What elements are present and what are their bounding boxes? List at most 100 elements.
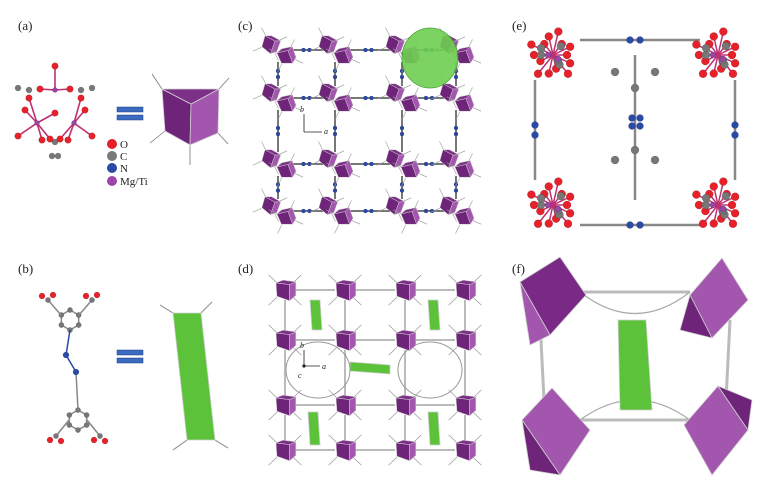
connector bbox=[274, 212, 279, 222]
pore-outline bbox=[285, 341, 351, 399]
connector bbox=[388, 434, 398, 444]
connector bbox=[328, 389, 338, 399]
connector bbox=[268, 96, 278, 101]
carbon-atom bbox=[75, 427, 81, 433]
oxygen-atom bbox=[51, 109, 59, 117]
polyhedron-face bbox=[455, 439, 477, 445]
connector bbox=[398, 212, 403, 222]
connector bbox=[352, 456, 362, 466]
carbon-atom bbox=[88, 84, 96, 92]
connector bbox=[268, 346, 278, 356]
nitrogen-atom bbox=[731, 121, 739, 129]
connector bbox=[385, 141, 390, 151]
polyhedron-face bbox=[264, 35, 282, 42]
connector bbox=[268, 389, 278, 399]
legend-label-n: N bbox=[120, 163, 128, 175]
connector bbox=[328, 346, 338, 356]
linker-block bbox=[172, 312, 216, 441]
polyhedron-face bbox=[264, 149, 282, 156]
polyhedron-face bbox=[395, 394, 417, 400]
connector bbox=[277, 177, 282, 187]
oxygen-atom bbox=[529, 50, 539, 60]
connector bbox=[318, 75, 323, 85]
connector bbox=[268, 162, 278, 167]
connector bbox=[325, 209, 335, 214]
polyhedron-face bbox=[275, 332, 290, 352]
bond bbox=[36, 122, 51, 140]
connector bbox=[352, 346, 362, 356]
panel-label-b: (b) bbox=[18, 261, 33, 276]
connector bbox=[392, 48, 402, 53]
connector bbox=[418, 173, 428, 178]
oxygen-atom bbox=[565, 192, 575, 201]
connector bbox=[455, 63, 460, 73]
connector bbox=[448, 456, 458, 466]
oxygen-atom bbox=[38, 292, 46, 300]
carbon-atom bbox=[25, 86, 33, 94]
nitrogen-atom bbox=[731, 131, 739, 139]
metal-cluster bbox=[309, 141, 345, 175]
polyhedron-face bbox=[388, 149, 406, 156]
metal-cluster bbox=[268, 324, 302, 356]
oxygen-atom bbox=[101, 437, 109, 445]
metal-cluster bbox=[448, 324, 482, 356]
metal-cluster bbox=[448, 274, 482, 306]
nitrogen-atom bbox=[369, 47, 374, 53]
bond bbox=[55, 419, 70, 437]
connector bbox=[472, 456, 482, 466]
oxygen-atom bbox=[21, 106, 29, 114]
nitrogen-atom bbox=[62, 351, 70, 359]
carbon-atom bbox=[536, 193, 546, 203]
connector bbox=[392, 162, 402, 167]
nitrogen-atom bbox=[453, 131, 459, 137]
pore-arc bbox=[579, 291, 691, 315]
polyhedron-face bbox=[289, 281, 297, 302]
nitrogen-atom bbox=[399, 125, 405, 131]
metal-atom bbox=[719, 205, 727, 213]
metal-cluster bbox=[325, 200, 361, 234]
connector bbox=[334, 111, 339, 121]
polyhedron-face bbox=[388, 196, 406, 203]
connector bbox=[388, 296, 398, 306]
metal-cluster bbox=[328, 389, 362, 421]
connector bbox=[292, 456, 302, 466]
metal-cluster bbox=[268, 200, 304, 234]
nitrogen-atom bbox=[636, 36, 644, 44]
metal-cluster bbox=[446, 87, 482, 121]
polyhedron-face bbox=[395, 279, 417, 285]
metal-atom bbox=[71, 120, 77, 126]
metal-cluster bbox=[448, 389, 482, 421]
polyhedron-face bbox=[442, 83, 460, 90]
nitrogen-atom bbox=[399, 74, 405, 80]
oxygen-atom bbox=[554, 27, 563, 36]
oxygen-atom bbox=[554, 177, 563, 186]
polyhedron-face bbox=[521, 419, 561, 476]
nitrogen-atom bbox=[453, 125, 459, 131]
bond bbox=[65, 354, 77, 373]
axis-label-c-d: c bbox=[298, 371, 302, 380]
linker-block bbox=[427, 411, 441, 446]
connector bbox=[472, 107, 482, 112]
connector bbox=[252, 208, 262, 213]
bond bbox=[78, 299, 93, 316]
oxygen-atom bbox=[81, 106, 89, 114]
polyhedron-face bbox=[469, 281, 477, 302]
oxygen-atom bbox=[544, 69, 553, 78]
connector bbox=[274, 165, 279, 175]
oxygen-atom bbox=[730, 192, 740, 201]
metal-cluster bbox=[328, 434, 362, 466]
oxygen-atom bbox=[14, 132, 22, 140]
polyhedron-face bbox=[264, 83, 282, 90]
linker-block bbox=[349, 361, 391, 375]
carbon-atom bbox=[630, 145, 640, 155]
panel-label-f: (f) bbox=[512, 261, 525, 276]
polyhedron-face bbox=[395, 397, 410, 417]
connector bbox=[352, 296, 362, 306]
connector bbox=[252, 47, 262, 52]
oxygen-atom bbox=[730, 42, 740, 51]
connector bbox=[151, 73, 163, 90]
connector bbox=[455, 111, 460, 121]
panel-label-c: (c) bbox=[238, 18, 252, 33]
connector bbox=[398, 99, 403, 109]
connector bbox=[328, 296, 338, 306]
